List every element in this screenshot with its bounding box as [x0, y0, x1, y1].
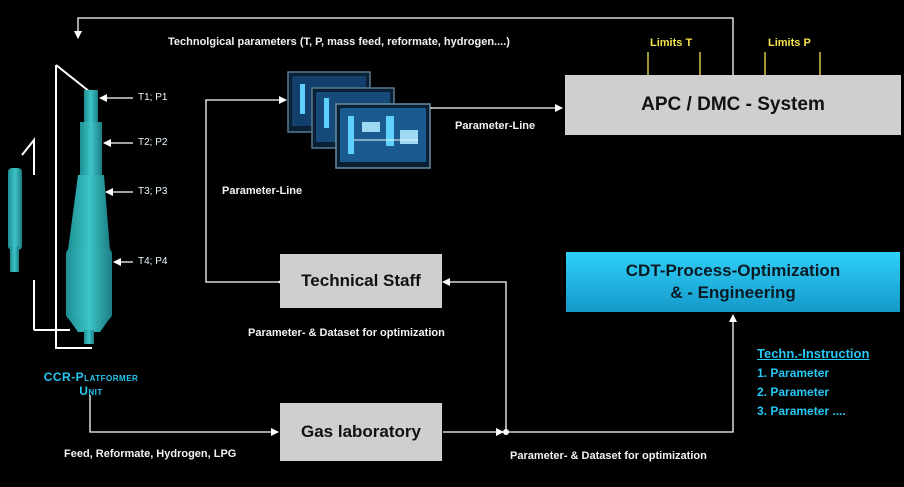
junction-to-cdt — [506, 314, 737, 433]
tp-label-4: T4; P4 — [138, 256, 168, 267]
parameter-line-right-label: Parameter-Line — [455, 120, 536, 132]
feed-products-label: Feed, Reformate, Hydrogen, LPG — [64, 448, 237, 460]
dataset-mid-label: Parameter- & Dataset for optimization — [248, 327, 445, 339]
unit-to-lab — [89, 395, 279, 436]
limits-t-label: Limits T — [650, 37, 693, 49]
small-column-pipe — [21, 137, 35, 330]
side-column-shape — [8, 168, 22, 272]
apc-dmc-system-box: APC / DMC - System — [565, 75, 901, 135]
techn-instruction-block: Techn.-Instruction 1. Parameter 2. Param… — [757, 346, 869, 423]
gas-laboratory-box: Gas laboratory — [280, 403, 442, 461]
parameter-line-left-label: Parameter-Line — [222, 185, 303, 197]
top-feedback-line — [74, 17, 734, 75]
cdt-process-optimization-box: CDT-Process-Optimization & - Engineering — [566, 252, 900, 312]
loop-pipe-inlet — [55, 64, 91, 93]
loop-pipe-outer — [55, 65, 92, 349]
instruction-item-3: 3. Parameter .... — [757, 404, 846, 418]
top-parameter-label: Technolgical parameters (T, P, mass feed… — [168, 36, 510, 48]
limits-p-label: Limits P — [768, 37, 811, 49]
param-line-staff-screens — [205, 96, 287, 286]
tp-label-1: T1; P1 — [138, 92, 168, 103]
reactor-shape — [66, 90, 112, 344]
cdt-line-1: CDT-Process-Optimization — [625, 261, 841, 280]
cdt-line-2: & - Engineering — [670, 283, 796, 302]
unit-line-1: CCR-Platformer — [43, 370, 139, 384]
junction-to-staff — [442, 278, 507, 432]
control-screens-icon — [287, 71, 431, 169]
ccr-platformer-unit-label: CCR-Platformer Unit — [6, 370, 176, 398]
tp-label-2: T2; P2 — [138, 137, 168, 148]
instruction-item-1: 1. Parameter — [757, 366, 830, 380]
unit-line-2: Unit — [79, 384, 103, 398]
dataset-bottom-label: Parameter- & Dataset for optimization — [510, 450, 707, 462]
instruction-title: Techn.-Instruction — [757, 346, 870, 361]
technical-staff-box: Technical Staff — [280, 254, 442, 308]
instruction-item-2: 2. Parameter — [757, 385, 830, 399]
tp-label-3: T3; P3 — [138, 186, 168, 197]
